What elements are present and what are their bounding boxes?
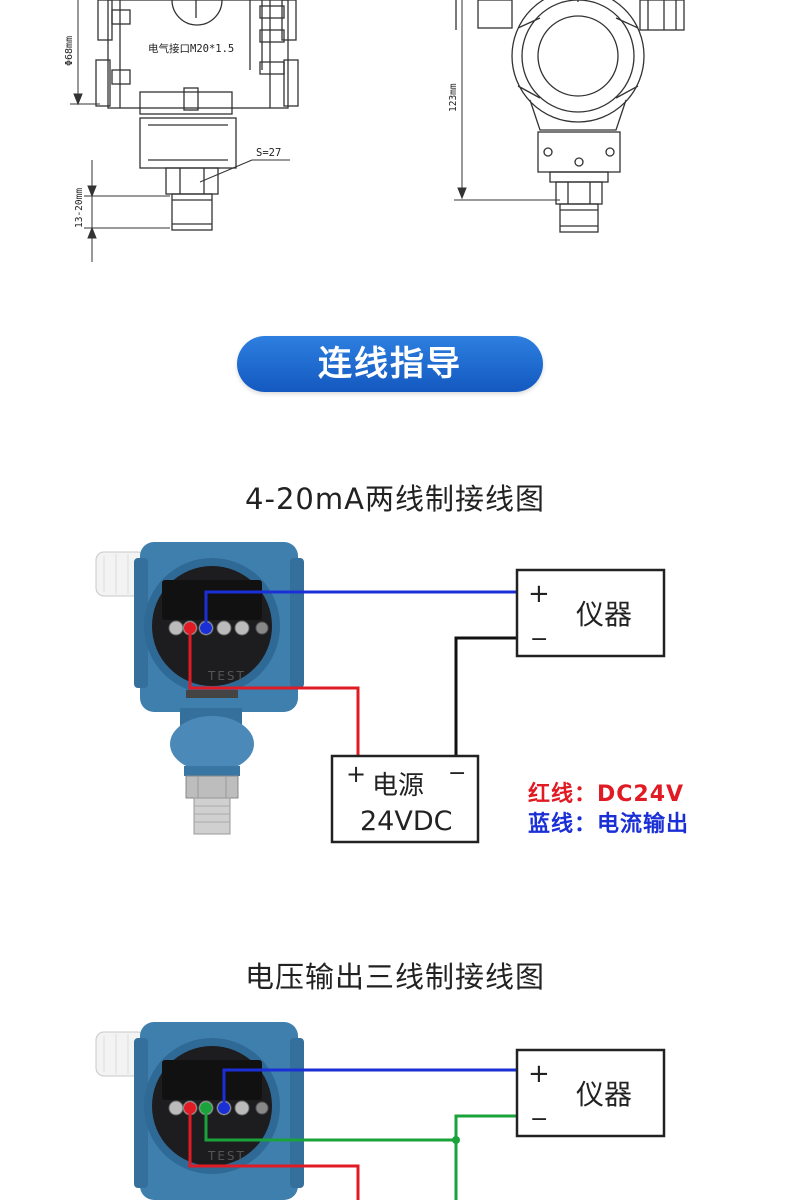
diagram1-title: 4-20mA两线制接线图 — [245, 482, 545, 516]
wire-red — [188, 628, 360, 756]
wire-green-terminal — [200, 1102, 212, 1114]
power-label: 电源 — [372, 771, 424, 801]
legend-red-wire: 红线：DC24V — [528, 782, 685, 807]
housing-label: TEST — [207, 1149, 246, 1163]
instrument-plus: + — [528, 1059, 550, 1089]
instrument-label: 仪器 — [576, 1078, 632, 1111]
cad-label-thread-length: 13-20mm — [74, 188, 85, 228]
power-minus: − — [448, 761, 466, 786]
wire-blue — [204, 590, 516, 628]
housing-label: TEST — [207, 669, 246, 683]
wire-blue-terminal — [218, 1102, 230, 1114]
cad-label-height: 123mm — [448, 83, 459, 112]
instrument-plus: + — [528, 579, 550, 609]
instrument-label: 仪器 — [576, 598, 632, 631]
cad-dim-height — [454, 0, 560, 201]
instrument-minus: − — [530, 1107, 548, 1132]
cable-gland — [95, 1031, 147, 1077]
cad-dim-thread — [84, 160, 170, 262]
wire-red-terminal — [184, 622, 196, 634]
transmitter-neck — [170, 708, 254, 835]
instrument-box: + − 仪器 — [515, 568, 666, 658]
wiring-diagram-three-wire: TEST + − 仪器 — [95, 1022, 666, 1200]
cad-label-diameter: Φ68mm — [64, 36, 75, 66]
wire-blue — [222, 1068, 516, 1108]
cad-label-electrical-interface: 电气接口M20*1.5 — [148, 42, 234, 55]
instrument-minus: − — [530, 627, 548, 652]
power-plus: + — [346, 760, 366, 788]
power-supply-box: + − 电源 24VDC — [330, 754, 480, 844]
instrument-box: + − 仪器 — [515, 1048, 666, 1138]
wiring-diagram-two-wire: TEST + − 仪器 + − 电源 24VDC — [95, 542, 666, 844]
power-voltage: 24VDC — [360, 806, 452, 837]
cad-drawing: Φ68mm 电气接口M20*1.5 S=27 13-20mm — [64, 0, 685, 262]
legend-blue-wire: 蓝线：电流输出 — [528, 812, 690, 837]
wire-red — [188, 1108, 360, 1200]
wire-red-terminal — [184, 1102, 196, 1114]
cad-dim-diameter — [70, 0, 100, 106]
wire-black — [454, 636, 516, 756]
section-banner: 连线指导 — [237, 336, 543, 392]
cad-label-wrench-size: S=27 — [256, 147, 281, 159]
cad-side-view — [95, 0, 299, 231]
wire-junction — [452, 1136, 460, 1144]
wire-blue-terminal — [200, 622, 212, 634]
diagram2-title: 电压输出三线制接线图 — [244, 960, 545, 994]
cad-leader-wrench — [199, 159, 290, 183]
cad-front-view — [455, 0, 685, 233]
